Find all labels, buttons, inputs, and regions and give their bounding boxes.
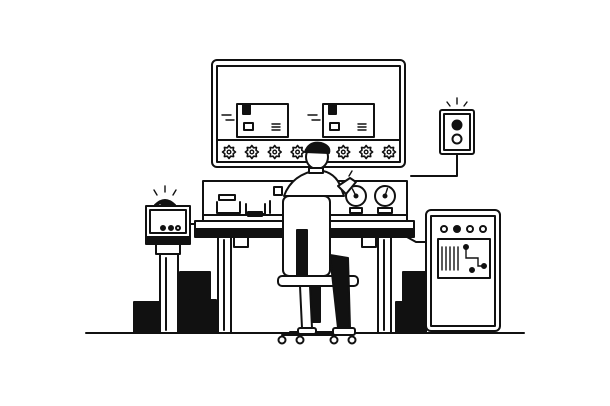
operator-figure-icon: [283, 141, 357, 336]
gear-icon: [267, 144, 283, 160]
control-cabinet-icon: [406, 209, 501, 332]
gear-icon: [244, 144, 260, 160]
gear-icon: [381, 144, 397, 160]
warning-beacon-icon: [145, 185, 205, 334]
gear-icon: [221, 144, 237, 160]
background-blocks: [133, 271, 427, 333]
gauge-icon: [345, 185, 396, 214]
traffic-light-icon: [410, 97, 475, 177]
gear-icon: [358, 144, 374, 160]
gear-icon: [335, 144, 351, 160]
gear-icon: [290, 144, 305, 160]
